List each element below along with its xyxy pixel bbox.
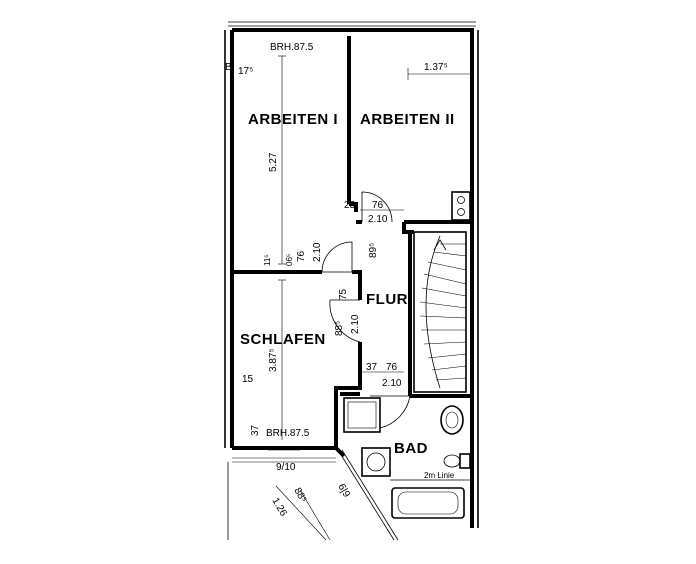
staircase (413, 231, 467, 393)
room-label-arbeiten-1: ARBEITEN I (248, 111, 338, 128)
bathtub (391, 487, 465, 519)
dim-75: 75 (338, 288, 349, 300)
shower-tray (343, 397, 381, 433)
brh-label-bottom: BRH.87.5 (266, 428, 310, 439)
dim-88-5-b: 88⁵ (291, 486, 308, 505)
room-label-schlafen: SCHLAFEN (240, 331, 326, 348)
dim-2-10-b: 2.10 (312, 242, 323, 262)
dim-2-10-c: 2.10 (350, 314, 361, 334)
dim-2-10-a: 2.10 (368, 214, 388, 225)
dim-1-37-5: 1.37⁵ (424, 62, 448, 73)
dim-76-c: 76 (386, 362, 398, 373)
dim-6-9: 6|9 (335, 482, 352, 500)
dim-88-5: 88⁵ (334, 321, 345, 336)
room-label-arbeiten-2: ARBEITEN II (360, 111, 455, 128)
dim-1-26: 1.26 (269, 496, 288, 519)
dim-15: 15 (242, 374, 254, 385)
brh-label-top: BRH.87.5 (270, 42, 314, 53)
dim-76-a: 76 (372, 200, 384, 211)
dim-11-5: 11⁵ (263, 254, 272, 266)
dim-06-5: 06⁵ (285, 254, 294, 266)
dim-37-b: 37 (250, 424, 261, 436)
room-label-bad: BAD (394, 440, 428, 457)
dim-37-a: 37 (366, 362, 378, 373)
room-label-flur: FLUR (366, 291, 408, 308)
sink (440, 405, 464, 435)
top-hatch (228, 21, 476, 27)
dim-3-87-5: 3.87⁵ (268, 348, 279, 372)
dim-9-10: 9/10 (276, 462, 296, 473)
dim-5-27: 5.27 (268, 152, 279, 172)
washer (361, 447, 391, 477)
outer-walls (224, 28, 479, 528)
linie-label: 2m Linie (424, 471, 455, 480)
toilet (459, 453, 471, 469)
bathroom-fixtures (343, 191, 471, 519)
b-marker: B (225, 62, 232, 73)
dimension-lines (268, 55, 472, 541)
dim-89-5: 89⁵ (368, 243, 379, 258)
stove (451, 191, 471, 221)
dim-25: 25 (344, 200, 356, 211)
dim-17-5: 17⁵ (238, 66, 253, 77)
dim-76-b: 76 (296, 250, 307, 262)
doors (321, 191, 411, 429)
roof-line (227, 449, 472, 541)
dim-2-10-d: 2.10 (382, 378, 402, 389)
interior-walls (232, 36, 472, 458)
